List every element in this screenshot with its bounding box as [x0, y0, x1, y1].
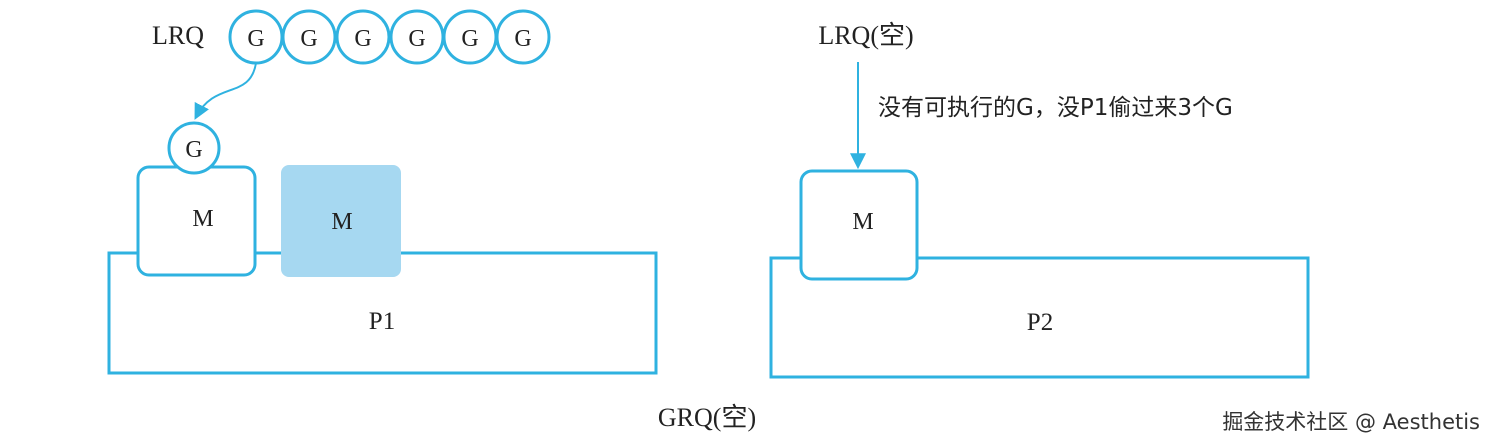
p1-lrq-queue: G G G G G G — [228, 9, 551, 65]
p1-idle-m-label: M — [331, 209, 352, 235]
p1-running-g-circle — [167, 121, 221, 175]
queue-g-label: G — [408, 26, 425, 52]
queue-g-label: G — [514, 26, 531, 52]
p1-lrq-label: LRQ — [152, 21, 204, 50]
queue-g-label: G — [300, 26, 317, 52]
p1-active-m-label: M — [192, 206, 213, 232]
dequeue-arrow — [194, 62, 257, 120]
steal-note: 没有可执行的G，没P1偷过来3个G — [878, 95, 1233, 121]
grq-label: GRQ(空) — [658, 403, 756, 432]
queue-g-circle — [335, 9, 391, 65]
p1-processor-label: P1 — [369, 308, 395, 335]
queue-g-circle — [495, 9, 551, 65]
watermark: 掘金技术社区 @ Aesthetis — [1222, 410, 1480, 434]
p1-running-g-label: G — [185, 137, 202, 163]
queue-g-circle — [281, 9, 337, 65]
p1-group: P1 M M G LRQ G G G G G G — [107, 9, 658, 375]
p2-lrq-label: LRQ(空) — [818, 21, 913, 50]
p2-processor-label: P2 — [1027, 309, 1053, 336]
queue-g-label: G — [247, 26, 264, 52]
queue-g-label: G — [461, 26, 478, 52]
p2-m-label: M — [852, 209, 873, 235]
p1-idle-m-box — [281, 165, 401, 277]
queue-g-label: G — [354, 26, 371, 52]
p2-m-box — [799, 169, 919, 281]
p2-group: P2 M LRQ(空) 没有可执行的G，没P1偷过来3个G — [769, 21, 1310, 379]
